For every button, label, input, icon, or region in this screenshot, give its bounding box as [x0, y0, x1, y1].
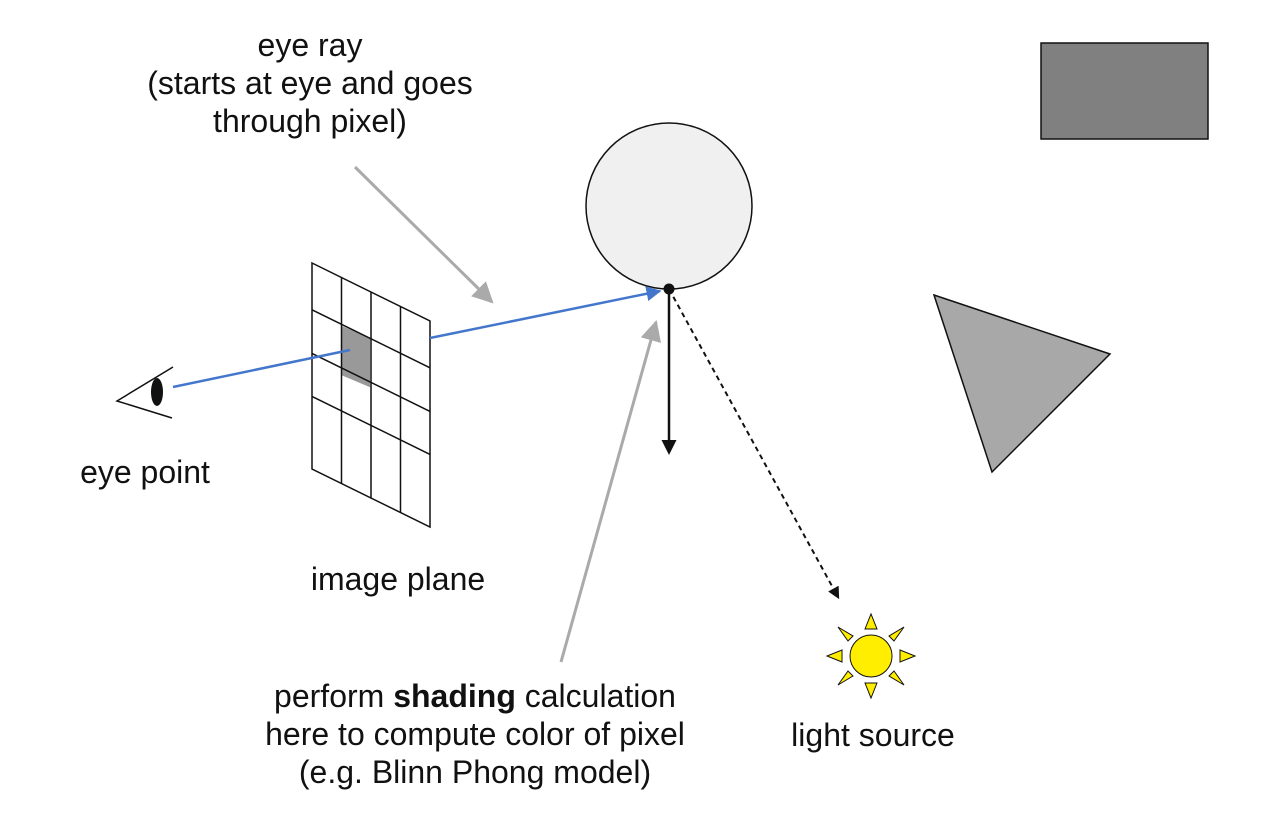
sphere-object	[585, 122, 753, 290]
eye-icon	[115, 366, 174, 419]
eye-ray-pointer-arrow	[353, 165, 494, 304]
rectangle-object	[1040, 42, 1209, 140]
eye-ray-segment-2	[429, 286, 662, 340]
eye-ray-segment-1	[172, 348, 351, 389]
eye-point-label: eye point	[80, 454, 210, 490]
highlighted-pixel	[341, 325, 370, 388]
shading-label-line-3: (e.g. Blinn Phong model)	[298, 754, 652, 790]
image-plane-label: image plane	[310, 561, 486, 597]
shading-label-line-1: perform shading calculation	[210, 677, 740, 715]
shading-label: perform shading calculation here to comp…	[210, 677, 740, 791]
sun-icon	[825, 612, 917, 700]
hit-point	[663, 283, 675, 295]
eye-ray-label: eye ray (starts at eye and goes through …	[110, 26, 510, 140]
shading-label-post: calculation	[515, 678, 676, 714]
image-plane-grid	[311, 261, 431, 529]
shading-label-bold: shading	[393, 678, 516, 714]
eye-ray-label-line-2: (starts at eye and goes	[147, 65, 473, 101]
shadow-ray	[668, 288, 840, 600]
eye-ray-label-line-1: eye ray	[257, 27, 363, 63]
shading-label-pre: perform	[274, 678, 394, 714]
shading-pointer-arrow	[559, 319, 662, 663]
light-source-label: light source	[791, 717, 955, 753]
shading-label-line-2: here to compute color of pixel	[265, 716, 685, 752]
triangle-object	[932, 293, 1112, 474]
eye-ray-label-line-3: through pixel)	[213, 103, 407, 139]
